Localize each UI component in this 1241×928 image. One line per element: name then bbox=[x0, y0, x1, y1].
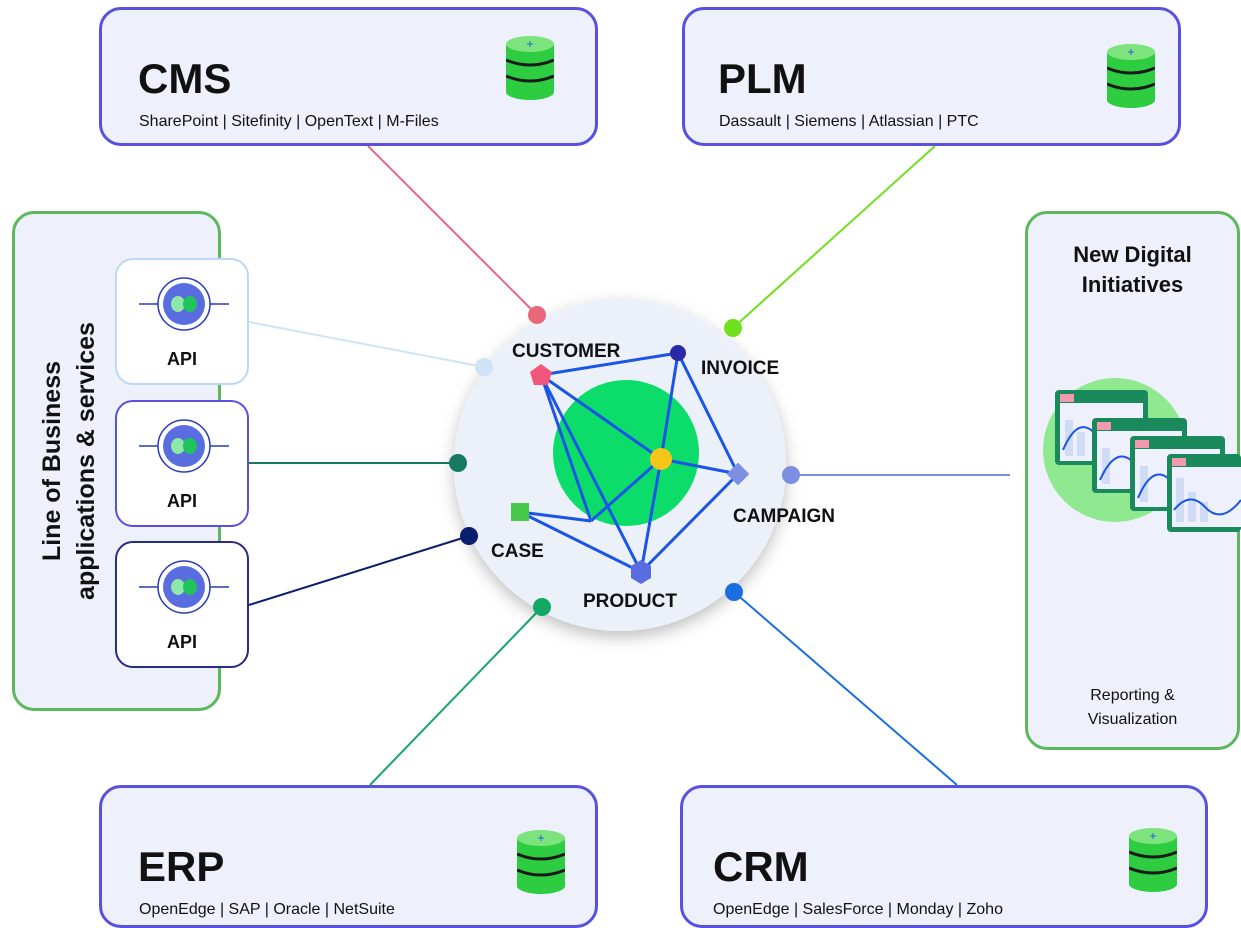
erp-box: ERP OpenEdge | SAP | Oracle | NetSuite + bbox=[99, 785, 598, 928]
entity-graph-edges bbox=[519, 351, 740, 574]
plm-vendors: Dassault | Siemens | Atlassian | PTC bbox=[719, 113, 979, 130]
erp-endpoint-dot bbox=[533, 598, 551, 616]
svg-text:+: + bbox=[537, 831, 544, 845]
svg-text:+: + bbox=[1127, 45, 1134, 59]
api-plug-icon bbox=[139, 277, 229, 331]
campaign-label: CAMPAIGN bbox=[733, 506, 836, 527]
new-digital-initiatives-title: New Digital Initiatives bbox=[1073, 242, 1192, 297]
cms-link-line bbox=[367, 145, 538, 316]
cms-box: CMS SharePoint | Sitefinity | OpenText |… bbox=[99, 7, 598, 146]
api-card-1[interactable]: API bbox=[115, 258, 249, 385]
reporting-visualization-caption: Reporting & Visualization bbox=[1087, 687, 1178, 728]
dashboard-window-4 bbox=[1167, 454, 1241, 532]
crm-vendors: OpenEdge | SalesForce | Monday | Zoho bbox=[713, 901, 1003, 918]
cms-vendors: SharePoint | Sitefinity | OpenText | M-F… bbox=[139, 113, 439, 130]
api-plug-icon bbox=[139, 419, 229, 473]
api-plug-icon bbox=[139, 560, 229, 614]
crm-title: CRM bbox=[713, 843, 809, 890]
api-label: API bbox=[166, 632, 197, 652]
database-icon: + bbox=[1107, 44, 1155, 108]
database-icon: + bbox=[506, 36, 554, 100]
api-label: API bbox=[166, 491, 197, 511]
erp-vendors: OpenEdge | SAP | Oracle | NetSuite bbox=[139, 901, 395, 918]
svg-text:+: + bbox=[526, 37, 533, 51]
center-node bbox=[650, 448, 672, 470]
product-node bbox=[631, 560, 651, 584]
customer-label: CUSTOMER bbox=[512, 341, 621, 362]
crm-endpoint-dot bbox=[725, 583, 743, 601]
crm-link-line bbox=[733, 591, 958, 786]
erp-title: ERP bbox=[138, 843, 225, 890]
plm-endpoint-dot bbox=[724, 319, 742, 337]
ndi-endpoint-dot bbox=[782, 466, 800, 484]
case-label: CASE bbox=[491, 541, 544, 562]
crm-box: CRM OpenEdge | SalesForce | Monday | Zoh… bbox=[680, 785, 1208, 928]
cms-title: CMS bbox=[138, 55, 232, 102]
invoice-label: INVOICE bbox=[701, 358, 780, 379]
database-icon: + bbox=[517, 830, 565, 894]
invoice-node bbox=[670, 345, 686, 361]
case-node bbox=[511, 503, 529, 521]
api1-endpoint-dot bbox=[475, 358, 493, 376]
api2-endpoint-dot bbox=[449, 454, 467, 472]
line-of-business-title: Line of Business applications & services bbox=[38, 322, 100, 600]
hub-core bbox=[553, 380, 699, 526]
plm-title: PLM bbox=[718, 55, 807, 102]
api-card-3[interactable]: API bbox=[115, 541, 249, 668]
api-card-2[interactable]: API bbox=[115, 400, 249, 527]
customer-node bbox=[530, 364, 552, 385]
product-label: PRODUCT bbox=[583, 591, 677, 612]
plm-box: PLM Dassault | Siemens | Atlassian | PTC… bbox=[682, 7, 1181, 146]
cms-endpoint-dot bbox=[528, 306, 546, 324]
api3-link-line bbox=[248, 535, 470, 606]
plm-link-line bbox=[732, 145, 936, 329]
api-label: API bbox=[166, 349, 197, 369]
erp-link-line bbox=[369, 606, 543, 786]
database-icon: + bbox=[1129, 828, 1177, 892]
campaign-node bbox=[726, 462, 750, 486]
svg-text:+: + bbox=[1149, 829, 1156, 843]
api3-endpoint-dot bbox=[460, 527, 478, 545]
dashboard-screens-icon bbox=[1043, 378, 1241, 532]
api1-link-line bbox=[248, 321, 485, 368]
